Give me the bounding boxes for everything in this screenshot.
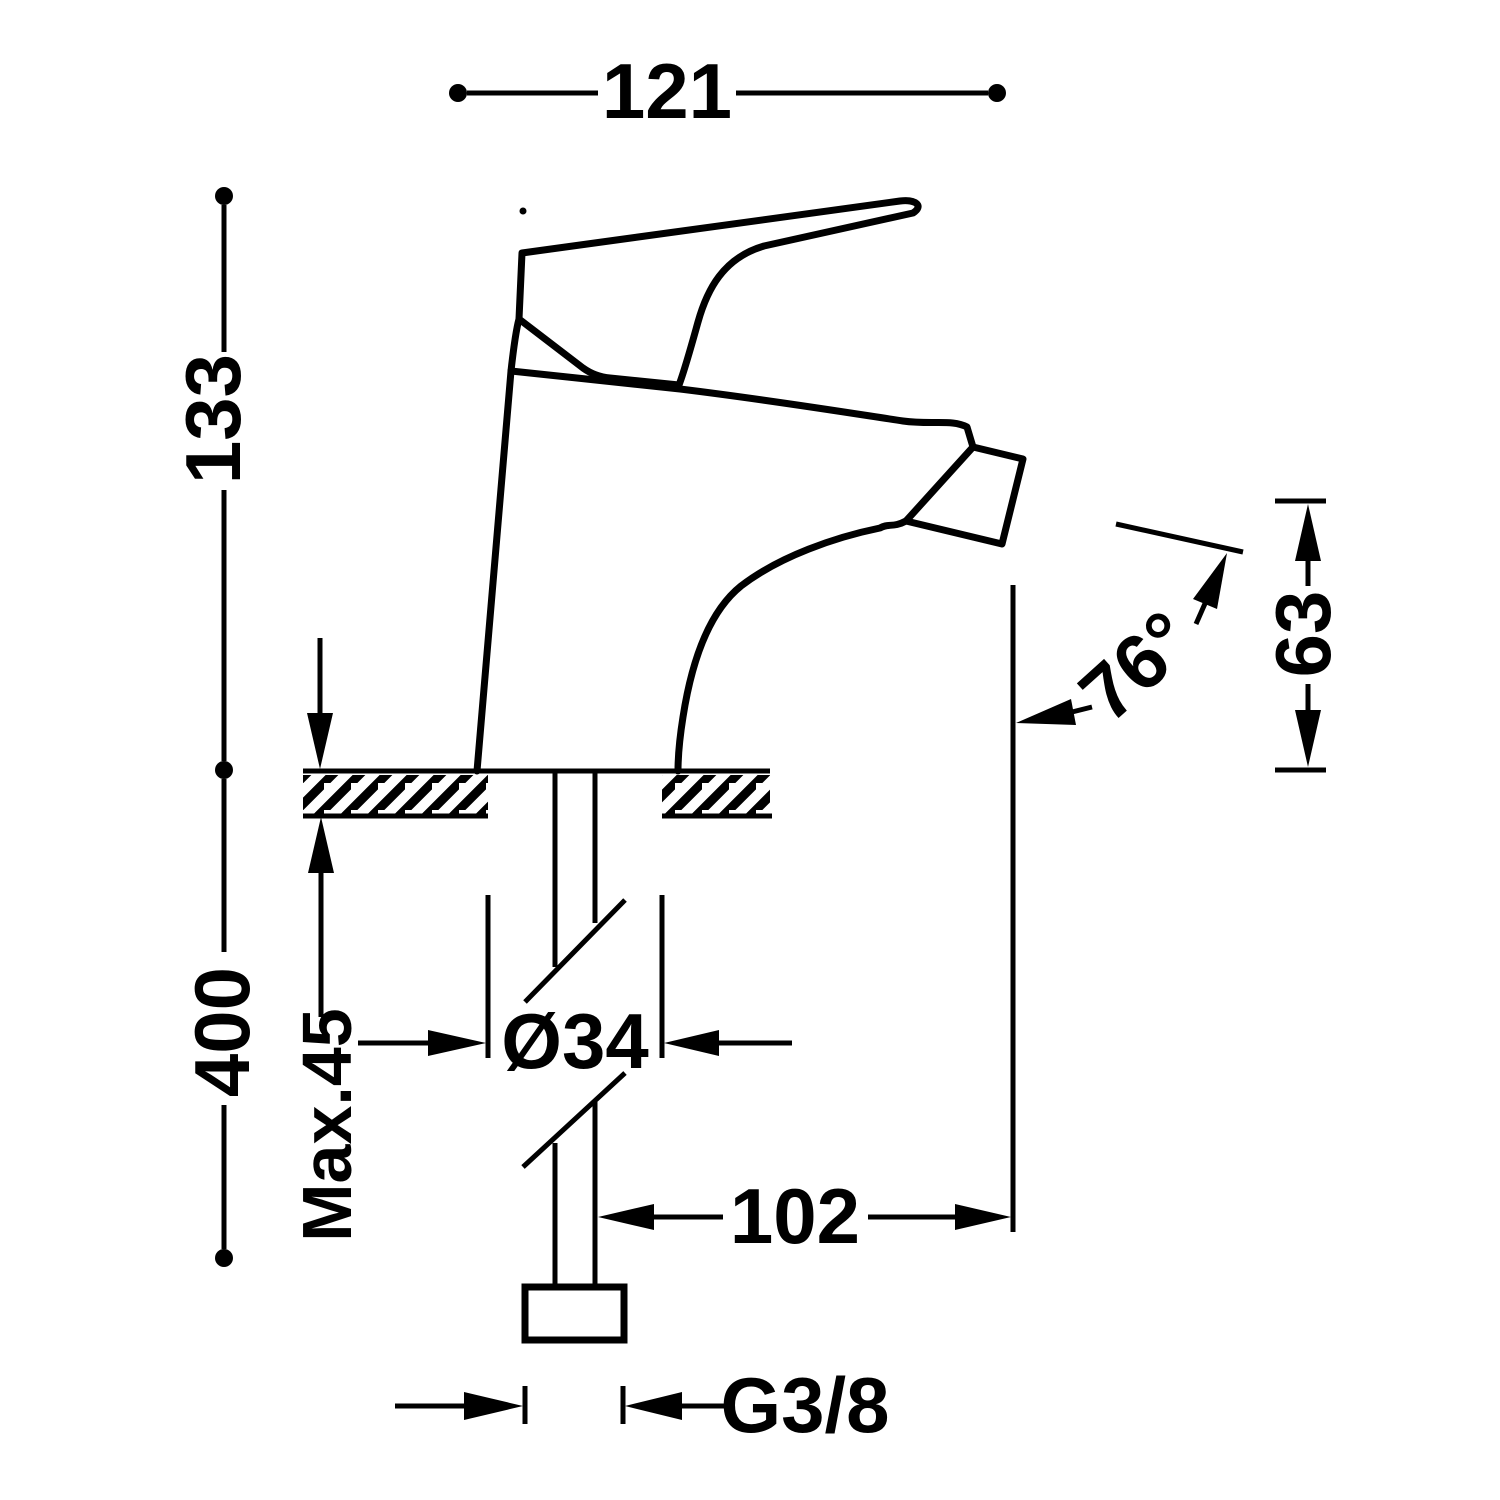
dimension-shank-diameter: Ø34: [358, 895, 792, 1085]
supply-hose: [521, 772, 628, 1344]
dim-133-top-dot: [215, 187, 233, 205]
dim-400-bottom-dot: [215, 1249, 233, 1267]
spout-angle-reference-line: [1115, 521, 1244, 555]
dim-o34-label: Ø34: [501, 997, 648, 1085]
dim-g38-label: G3/8: [720, 1361, 889, 1449]
lever-reference-dot: [519, 207, 527, 215]
dim-133-bottom-dot: [215, 761, 233, 779]
faucet-body-top: [507, 367, 977, 451]
faucet-body-left: [473, 315, 523, 775]
dimension-deck-thickness: Max.45: [288, 638, 366, 1242]
dim-g38-left-arrowhead: [464, 1392, 523, 1420]
dim-63-label: 63: [1259, 591, 1347, 678]
dimension-thread: G3/8: [395, 1361, 890, 1449]
dim-76-label: 76°: [1063, 594, 1210, 738]
dim-76-lower-arrowhead: [1016, 699, 1076, 725]
dimension-spout-height: 63: [1259, 498, 1347, 773]
dimension-hose-length: 400: [178, 779, 266, 1267]
faucet-outline: [473, 197, 1027, 775]
dimension-overall-width: 121: [449, 47, 1006, 135]
dim-400-label: 400: [178, 967, 266, 1097]
dim-76-upper-arrowhead: [1193, 553, 1227, 609]
deck-hatch-left: [303, 775, 488, 815]
dim-o34-right-arrowhead: [664, 1030, 719, 1056]
dim-121-left-dot: [449, 84, 467, 102]
mounting-deck: [303, 768, 772, 819]
dim-102-left-arrowhead: [598, 1204, 654, 1230]
dim-133-label: 133: [169, 354, 257, 484]
dim-102-label: 102: [730, 1172, 860, 1260]
dim-121-label: 121: [602, 47, 732, 135]
dim-max45-up-arrowhead: [308, 817, 334, 873]
dimension-spout-reach: 102: [598, 585, 1016, 1260]
dimension-body-height: 133: [169, 187, 257, 779]
pipe-break-lower: [521, 1071, 627, 1169]
faucet-spout-outlet: [902, 443, 1027, 548]
deck-hatch-right: [662, 775, 770, 815]
dim-o34-left-arrowhead: [428, 1030, 486, 1056]
dim-102-right-arrowhead: [955, 1204, 1011, 1230]
hose-connection-nut: [521, 1283, 628, 1344]
dim-121-right-dot: [988, 84, 1006, 102]
dim-63-down-arrowhead: [1295, 710, 1321, 767]
faucet-lever: [515, 197, 922, 389]
dim-g38-right-arrowhead: [625, 1392, 682, 1420]
dimension-spout-angle: 76°: [1016, 521, 1244, 738]
dim-max45-down-arrowhead: [307, 713, 333, 769]
dim-max45-label: Max.45: [288, 1008, 366, 1241]
pipe-break-upper: [523, 898, 627, 1004]
faucet-body-right-curve: [674, 517, 910, 775]
dim-63-up-arrowhead: [1295, 504, 1321, 561]
